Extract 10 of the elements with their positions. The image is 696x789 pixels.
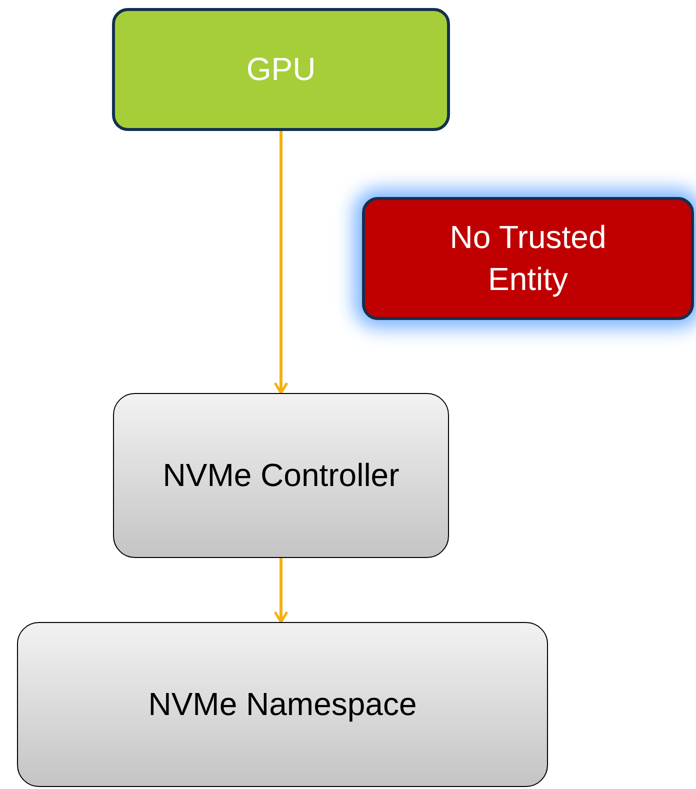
box-label: GPU xyxy=(246,50,316,89)
arrow xyxy=(274,131,288,394)
process-box xyxy=(113,393,449,558)
warning-box xyxy=(362,197,694,320)
process-box xyxy=(112,8,450,131)
arrow xyxy=(274,558,288,624)
box-label: No Trusted Entity xyxy=(448,218,608,299)
process-box xyxy=(17,622,548,787)
box-label: NVMe Controller xyxy=(162,456,400,495)
box-label: NVMe Namespace xyxy=(148,684,417,724)
